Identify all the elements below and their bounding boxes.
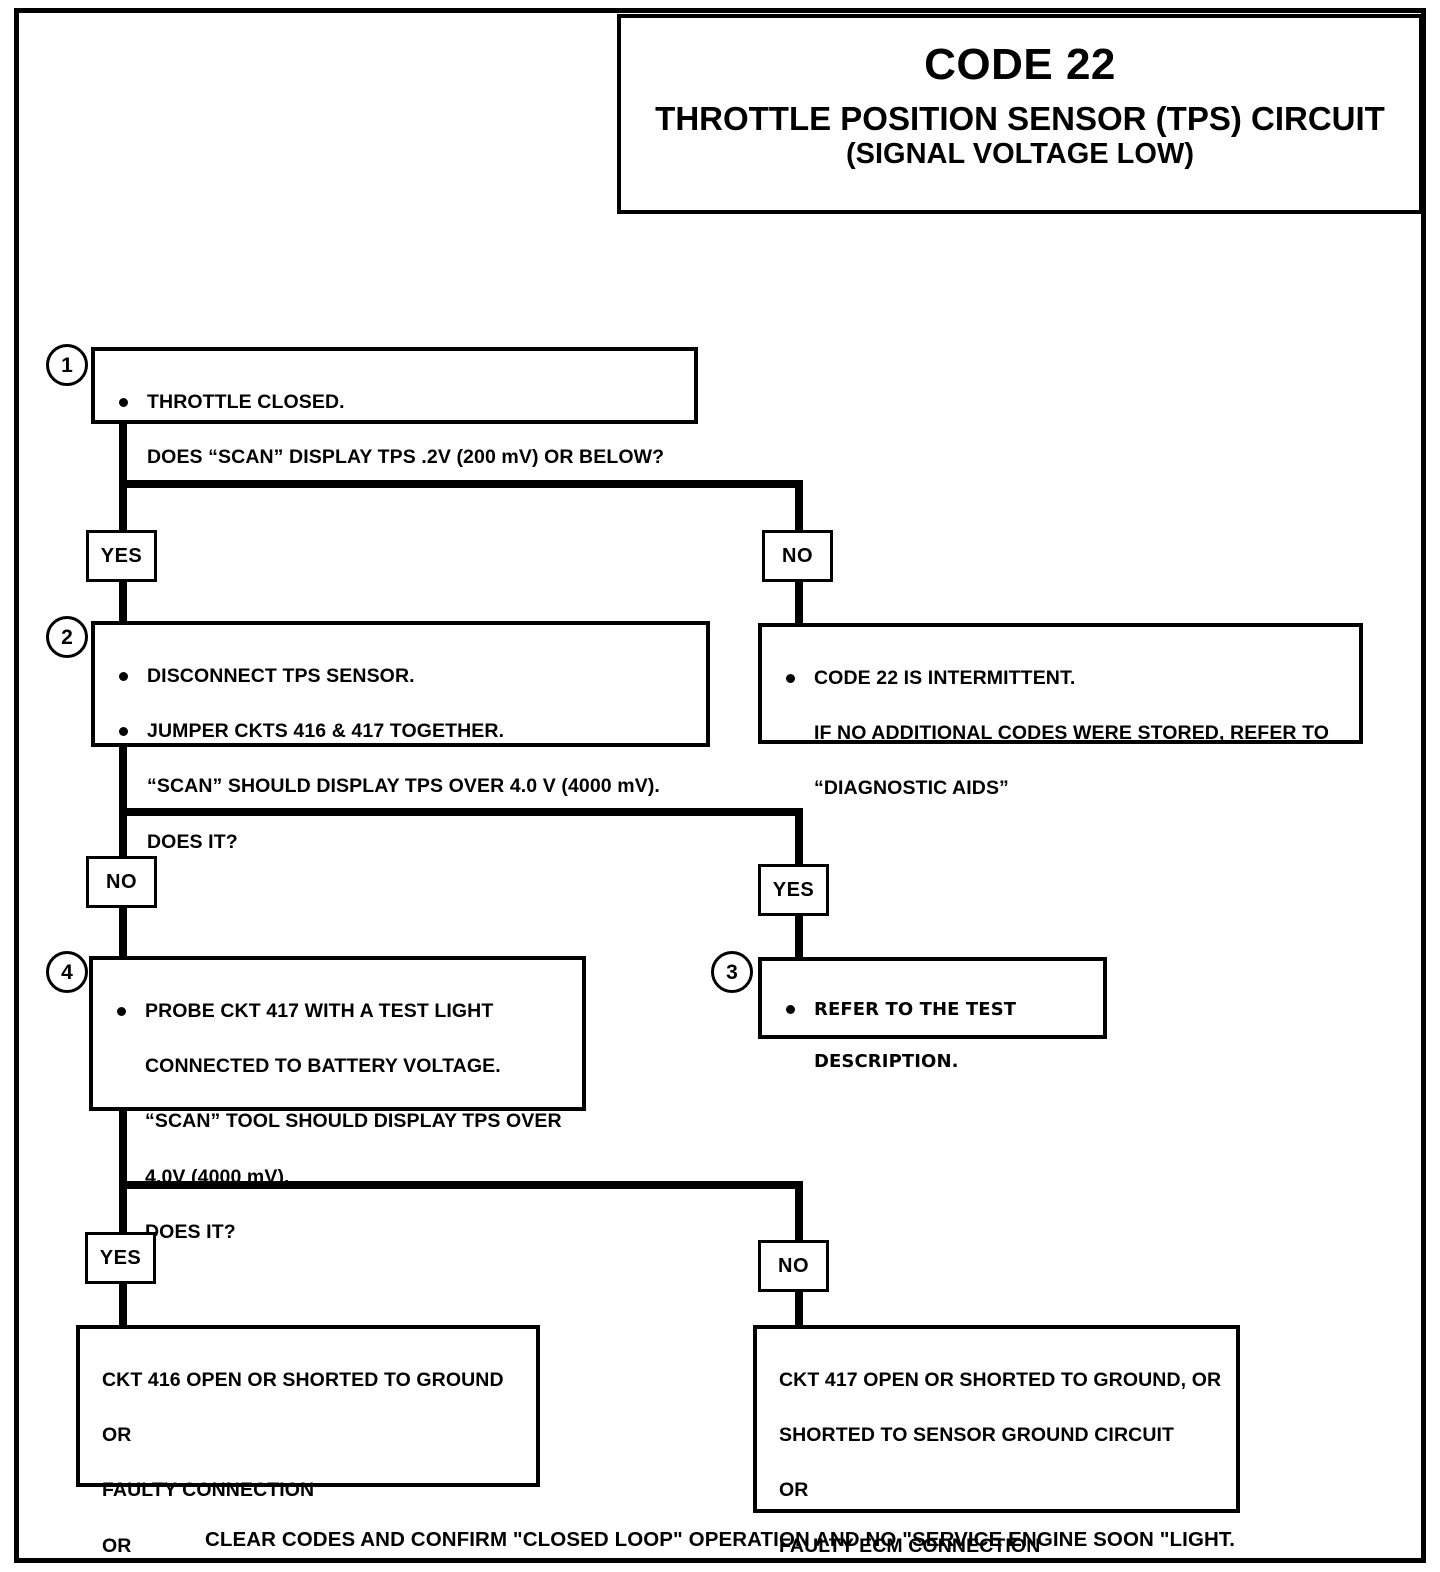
step-1-line-1: DOES “SCAN” DISPLAY TPS .2V (200 mV) OR … — [147, 446, 665, 469]
connector-row2-left-down — [119, 808, 127, 863]
connector-row2-right-down — [795, 808, 803, 871]
title-block: CODE 22 THROTTLE POSITION SENSOR (TPS) C… — [617, 14, 1423, 214]
connector-no3-to-outcome — [795, 1288, 803, 1330]
step-number-4: 4 — [46, 951, 88, 993]
step-4-line-1: CONNECTED TO BATTERY VOLTAGE. — [145, 1055, 501, 1078]
connector-row3-horizontal — [119, 1181, 803, 1189]
step-number-3: 3 — [711, 951, 753, 993]
outcome-right-line-0: CKT 417 OPEN OR SHORTED TO GROUND, OR — [779, 1368, 1222, 1391]
step-1-line-0: THROTTLE CLOSED. — [107, 389, 682, 417]
decision-no-3[interactable]: NO — [758, 1240, 829, 1292]
footer-note: CLEAR CODES AND CONFIRM "CLOSED LOOP" OP… — [204, 1528, 1236, 1551]
step-2-box: DISCONNECT TPS SENSOR. JUMPER CKTS 416 &… — [91, 621, 710, 853]
step-4-line-2: “SCAN” TOOL SHOULD DISPLAY TPS OVER — [145, 1110, 562, 1133]
step-3-line-0: REFER TO THE TEST — [774, 997, 1091, 1023]
outcome-left-line-3: OR — [102, 1534, 132, 1557]
outcome-left-box: CKT 416 OPEN OR SHORTED TO GROUND OR FAU… — [76, 1325, 540, 1557]
decision-yes-3[interactable]: YES — [85, 1232, 156, 1284]
step-3-box: REFER TO THE TEST DESCRIPTION. — [758, 957, 1107, 1072]
outcome-right-line-1: SHORTED TO SENSOR GROUND CIRCUIT — [779, 1424, 1175, 1447]
connector-yes3-to-outcome — [119, 1280, 127, 1328]
step-3-line-1: DESCRIPTION. — [814, 1051, 959, 1073]
decision-no-2[interactable]: NO — [86, 856, 157, 908]
title-subtitle: (SIGNAL VOLTAGE LOW) — [846, 137, 1194, 170]
step-2-line-3: DOES IT? — [147, 830, 238, 853]
intermittent-result-box: CODE 22 IS INTERMITTENT. IF NO ADDITIONA… — [758, 623, 1363, 799]
step-4-box: PROBE CKT 417 WITH A TEST LIGHT CONNECTE… — [89, 956, 586, 1243]
step-2-line-1: JUMPER CKTS 416 & 417 TOGETHER. — [107, 718, 694, 746]
step-4-line-0: PROBE CKT 417 WITH A TEST LIGHT — [105, 998, 570, 1026]
step-number-2: 2 — [46, 616, 88, 658]
title-code: CODE 22 — [924, 40, 1116, 89]
connector-row3-left-down — [119, 1181, 127, 1236]
connector-step1-down — [119, 420, 127, 486]
connector-step2-down — [119, 743, 127, 815]
intermittent-line-1: IF NO ADDITIONAL CODES WERE STORED, REFE… — [814, 722, 1330, 745]
connector-row1-right-down — [795, 480, 803, 535]
intermittent-line-0: CODE 22 IS INTERMITTENT. — [774, 665, 1347, 693]
decision-no-1[interactable]: NO — [762, 530, 833, 582]
decision-yes-2[interactable]: YES — [758, 864, 829, 916]
connector-step4-down — [119, 1110, 127, 1188]
outcome-left-line-0: CKT 416 OPEN OR SHORTED TO GROUND — [102, 1368, 504, 1391]
step-1-box: THROTTLE CLOSED. DOES “SCAN” DISPLAY TPS… — [91, 347, 698, 468]
outcome-left-line-1: OR — [102, 1424, 132, 1447]
step-4-line-4: DOES IT? — [145, 1221, 236, 1244]
connector-row1-left-down — [119, 480, 127, 535]
connector-yes2-to-step3 — [795, 914, 803, 959]
page-border-frame — [14, 8, 1426, 1563]
connector-row2-horizontal — [119, 808, 803, 816]
connector-no2-to-step4 — [119, 906, 127, 958]
outcome-right-box: CKT 417 OPEN OR SHORTED TO GROUND, OR SH… — [753, 1325, 1240, 1557]
step-number-1: 1 — [46, 344, 88, 386]
outcome-right-line-2: OR — [779, 1479, 809, 1502]
step-4-line-3: 4.0V (4000 mV). — [145, 1165, 290, 1188]
connector-row1-horizontal — [119, 480, 803, 488]
connector-no1-to-intermittent — [795, 578, 803, 623]
connector-yes1-to-step2 — [119, 578, 127, 623]
title-main: THROTTLE POSITION SENSOR (TPS) CIRCUIT — [655, 99, 1385, 137]
intermittent-line-2: “DIAGNOSTIC AIDS” — [814, 777, 1009, 800]
step-2-line-0: DISCONNECT TPS SENSOR. — [107, 663, 694, 691]
step-2-line-2: “SCAN” SHOULD DISPLAY TPS OVER 4.0 V (40… — [147, 775, 660, 798]
outcome-right-line-3: FAULTY ECM CONNECTION — [779, 1534, 1041, 1557]
outcome-left-line-2: FAULTY CONNECTION — [102, 1479, 315, 1502]
connector-row3-right-down — [795, 1181, 803, 1244]
decision-yes-1[interactable]: YES — [86, 530, 157, 582]
